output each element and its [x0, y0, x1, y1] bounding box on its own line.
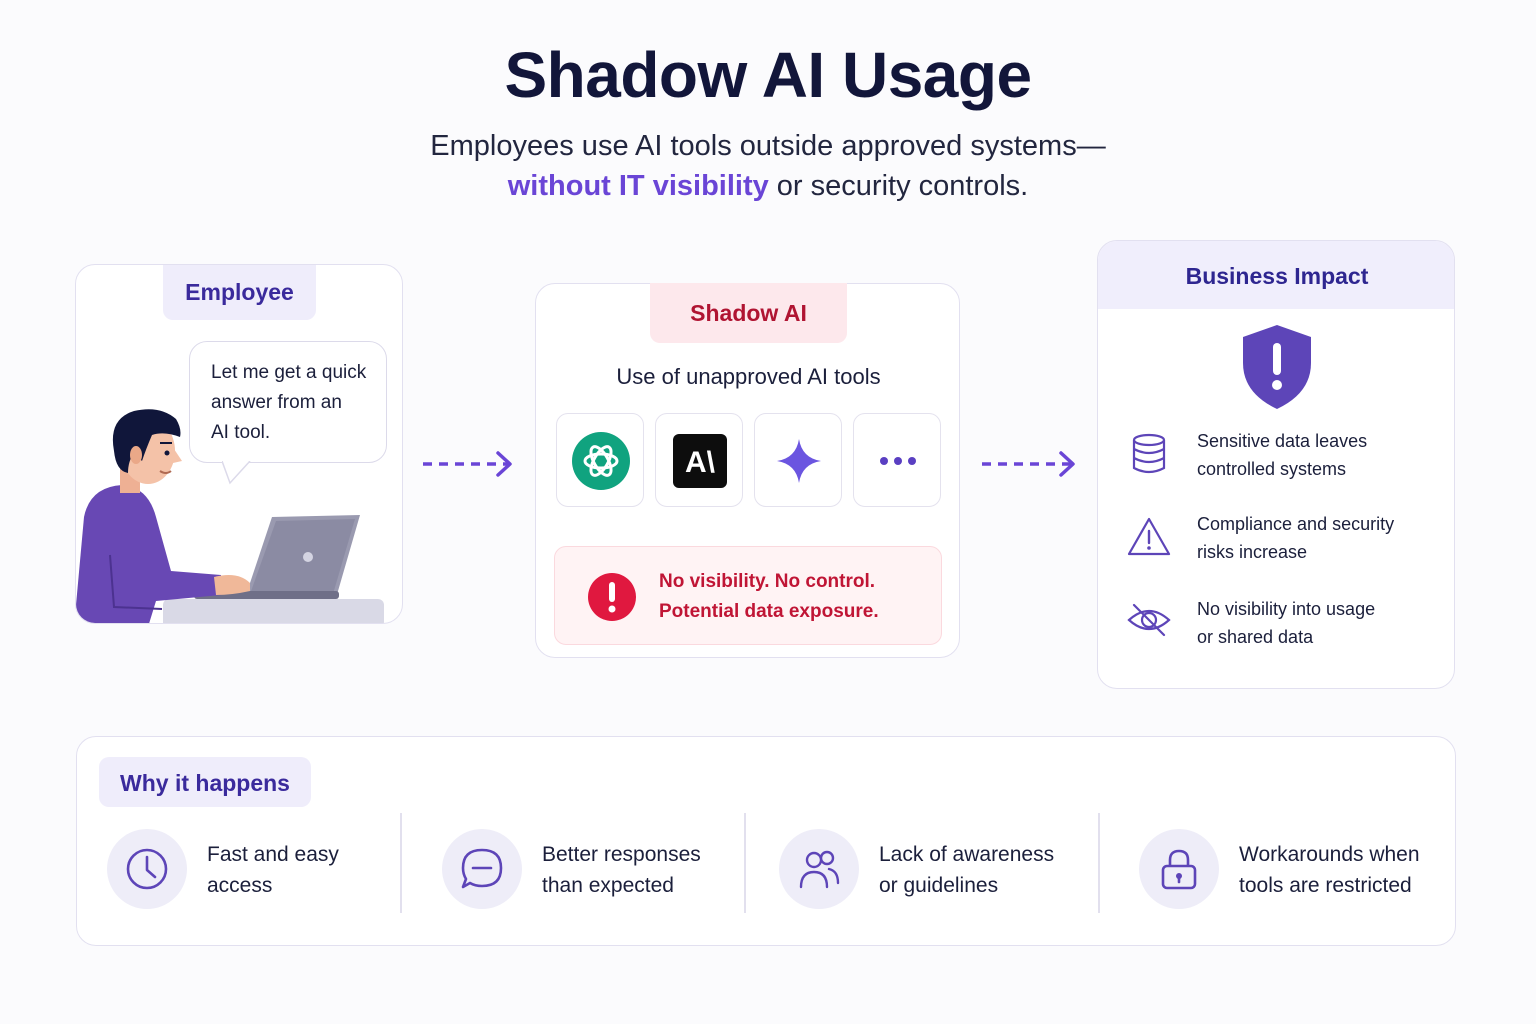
why-line: Lack of awareness [879, 843, 1055, 866]
employee-illustration [76, 409, 384, 623]
page-subtitle: Employees use AI tools outside approved … [0, 126, 1536, 206]
employee-card: Employee Let me get a quick answer from … [75, 264, 403, 624]
warning-triangle-icon [1127, 517, 1171, 556]
why-text: Fast and easy access [207, 839, 339, 901]
why-line: Fast and easy [207, 843, 339, 866]
impact-text: Compliance and security risks increase [1197, 510, 1394, 566]
shadow-ai-card: Shadow AI Use of unapproved AI tools A\ [535, 283, 960, 658]
speech-line: AI tool. [211, 422, 271, 443]
shadow-ai-label: Shadow AI [650, 283, 847, 343]
tool-card-sparkle[interactable] [754, 413, 842, 507]
flow-arrow-employee-to-shadow [423, 451, 512, 477]
tool-card-chatgpt[interactable] [556, 413, 644, 507]
why-line: than expected [542, 874, 674, 897]
why-line: or guidelines [879, 874, 999, 897]
page-title: Shadow AI Usage [504, 39, 1032, 111]
shadow-ai-description: Use of unapproved AI tools [616, 364, 881, 389]
clock-icon [126, 848, 168, 890]
warning-line: Potential data exposure. [659, 601, 879, 622]
lock-icon [1161, 849, 1197, 890]
why-it-happens-label: Why it happens [99, 757, 311, 807]
speech-line: Let me get a quick [211, 362, 367, 383]
divider [400, 813, 402, 913]
chat-bubble-icon [461, 848, 503, 889]
flow-arrow-shadow-to-impact [982, 451, 1075, 477]
eye-off-icon [1127, 603, 1171, 637]
subtitle-line-1: Employees use AI tools outside approved … [430, 130, 1106, 162]
anthropic-icon: A\ [673, 434, 727, 488]
impact-line: Compliance and security [1197, 514, 1395, 534]
why-line: access [207, 874, 273, 897]
why-text: Lack of awareness or guidelines [879, 839, 1054, 901]
impact-line: or shared data [1197, 627, 1314, 647]
business-impact-label: Business Impact [1098, 241, 1454, 309]
chatgpt-icon [572, 432, 630, 490]
speech-bubble: Let me get a quick answer from an AI too… [189, 341, 387, 463]
divider [1098, 813, 1100, 913]
impact-line: controlled systems [1197, 459, 1347, 479]
subtitle-accent: without IT visibility [507, 170, 769, 202]
impact-line: risks increase [1197, 542, 1308, 562]
why-line: Better responses [542, 843, 701, 866]
alert-icon [588, 573, 636, 621]
divider [744, 813, 746, 913]
anthropic-logo-text: A\ [685, 446, 716, 479]
sparkle-icon [777, 439, 821, 483]
speech-bubble-tail [222, 461, 251, 485]
impact-line: No visibility into usage [1197, 599, 1376, 619]
impact-text: No visibility into usage or shared data [1197, 595, 1375, 651]
tool-card-more[interactable] [853, 413, 941, 507]
why-line: Workarounds when [1239, 843, 1420, 866]
why-text: Workarounds when tools are restricted [1239, 839, 1420, 901]
more-icon [880, 457, 916, 465]
speech-line: answer from an [211, 392, 342, 413]
why-text: Better responses than expected [542, 839, 701, 901]
users-icon [799, 850, 840, 889]
database-icon [1132, 433, 1166, 474]
warning-box: No visibility. No control. Potential dat… [554, 546, 942, 645]
why-line: tools are restricted [1239, 874, 1412, 897]
shield-alert-icon [1243, 325, 1311, 409]
why-it-happens-card: Why it happens Fast and easy access Bett… [76, 736, 1456, 946]
warning-text: No visibility. No control. Potential dat… [659, 567, 879, 627]
tool-card-anthropic[interactable]: A\ [655, 413, 743, 507]
subtitle-line-2: or security controls. [768, 170, 1029, 202]
impact-text: Sensitive data leaves controlled systems [1197, 427, 1367, 483]
employee-label: Employee [163, 265, 316, 320]
impact-line: Sensitive data leaves [1197, 431, 1368, 451]
warning-line: No visibility. No control. [659, 571, 876, 592]
business-impact-card: Business Impact Sensitive data leaves co… [1097, 240, 1455, 689]
